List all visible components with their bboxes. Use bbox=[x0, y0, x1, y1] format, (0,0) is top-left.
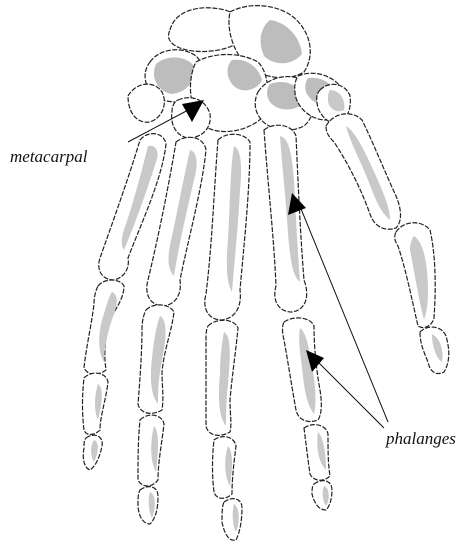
middle-phalanx-middle bbox=[213, 437, 237, 499]
carpal-bones bbox=[128, 6, 342, 138]
proximal-phalanx-thumb bbox=[326, 114, 401, 229]
distal-phalanx-ring bbox=[138, 487, 158, 524]
middle-phalanx-ring bbox=[138, 415, 164, 486]
distal-phalanx-index bbox=[312, 481, 332, 510]
metacarpal-middle bbox=[205, 134, 250, 320]
distal-phalanx-thumb bbox=[420, 327, 449, 373]
finger-middle bbox=[205, 134, 250, 540]
distal-phalanx-middle bbox=[222, 499, 242, 541]
thumb bbox=[317, 84, 449, 373]
label-metacarpal: metacarpal bbox=[10, 147, 88, 166]
finger-index bbox=[264, 125, 332, 510]
middle-phalanx-index bbox=[304, 425, 330, 481]
label-phalanges: phalanges bbox=[385, 429, 456, 448]
